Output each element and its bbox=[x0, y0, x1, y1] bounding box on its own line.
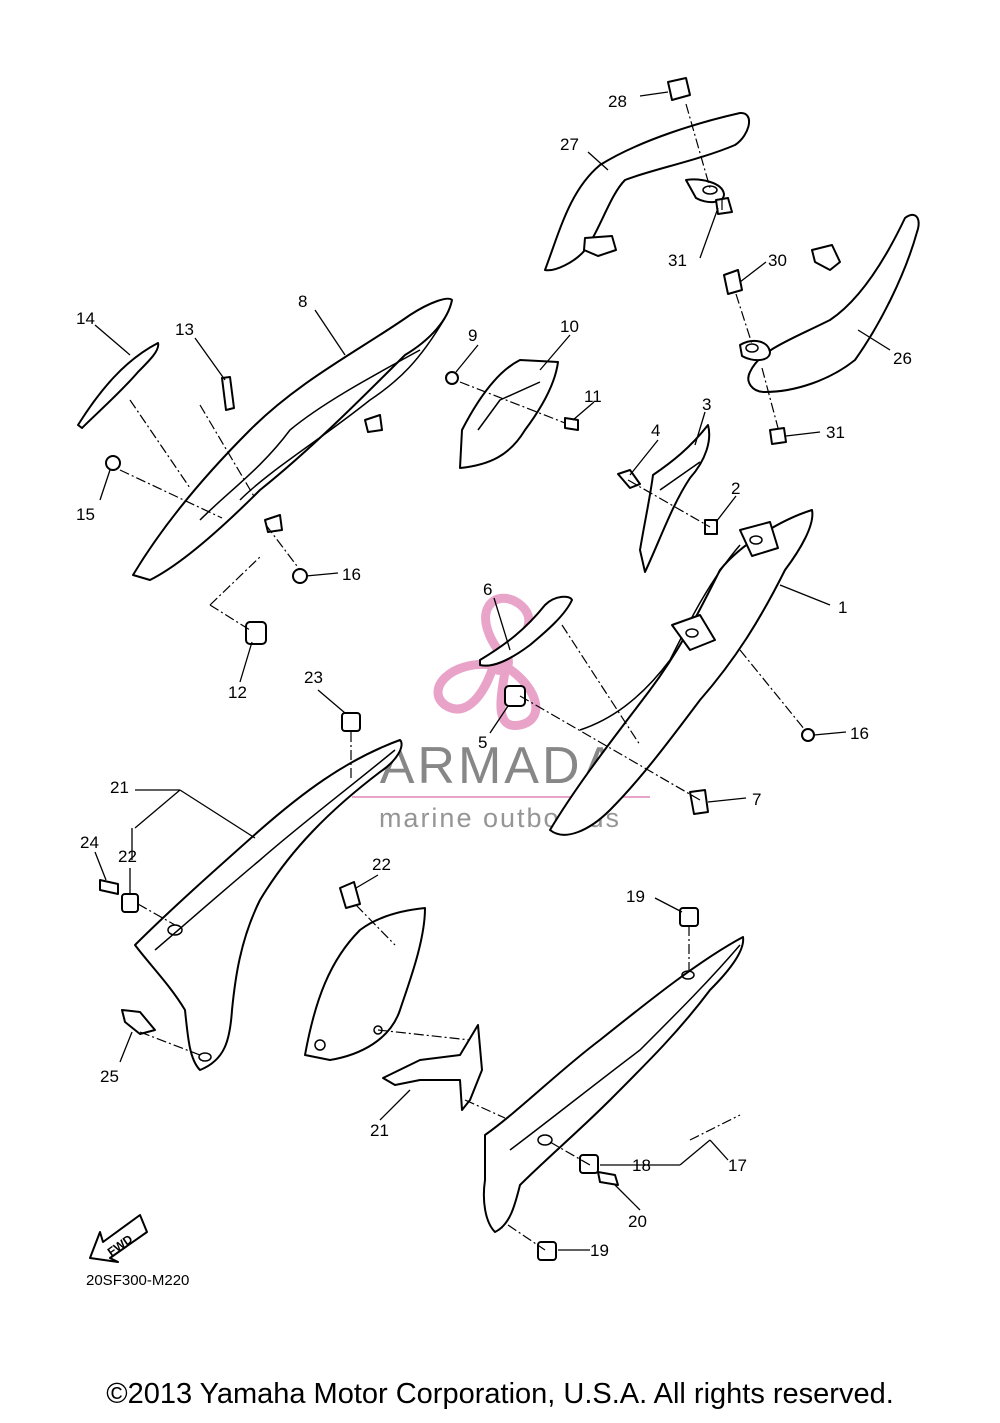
callout-31: 31 bbox=[668, 251, 687, 270]
part-28-grab-bar bbox=[739, 213, 920, 393]
part-31-nut bbox=[715, 197, 733, 215]
part-19-grommet bbox=[679, 907, 699, 927]
callout-25: 23 bbox=[304, 668, 323, 687]
part-7-bolt bbox=[689, 789, 709, 815]
part-20-bolt bbox=[597, 1171, 619, 1186]
callout-20: 20 bbox=[628, 1212, 647, 1231]
part-6-strip bbox=[479, 595, 573, 667]
callout-labels: 28 27 31 30 26 31 8 14 13 9 10 11 3 4 2 … bbox=[76, 92, 912, 1260]
callout-12: 12 bbox=[228, 683, 247, 702]
callout-28: 26 bbox=[893, 349, 912, 368]
callout-21: 21 bbox=[370, 1121, 389, 1140]
callout-27: 25 bbox=[100, 1067, 119, 1086]
callout-2: 2 bbox=[731, 479, 740, 498]
part-11-screw bbox=[564, 417, 579, 431]
callout-3: 3 bbox=[702, 395, 711, 414]
callout-14: 14 bbox=[76, 309, 95, 328]
part-17-lower-cover bbox=[482, 936, 745, 1233]
callout-4: 4 bbox=[651, 421, 660, 440]
part-24-collar bbox=[121, 893, 139, 913]
callout-11: 11 bbox=[584, 387, 602, 406]
callout-18: 18 bbox=[632, 1156, 651, 1175]
copyright-notice: ©2013 Yamaha Motor Corporation, U.S.A. A… bbox=[106, 1378, 894, 1410]
part-12-grommet bbox=[245, 621, 267, 645]
diagram-code: 20SF300-M220 bbox=[86, 1272, 189, 1289]
callout-16: 16 bbox=[850, 724, 869, 743]
callout-24: 22 bbox=[118, 847, 137, 866]
part-9-grommet bbox=[445, 371, 459, 385]
part-30-bolt bbox=[723, 269, 743, 295]
fwd-arrow-icon: FWD bbox=[89, 1214, 148, 1263]
part-25-grommet bbox=[341, 712, 361, 732]
part-13-clip bbox=[221, 376, 235, 411]
callout-30: 30 bbox=[768, 251, 787, 270]
callout-30: 28 bbox=[608, 92, 627, 111]
part-5-grommet bbox=[504, 685, 526, 707]
part-15-clip bbox=[105, 455, 121, 471]
part-1-frame-cover bbox=[549, 509, 814, 836]
part-26-bolt bbox=[99, 879, 119, 895]
part-3-plate bbox=[639, 424, 711, 573]
callout-13: 13 bbox=[175, 320, 194, 339]
callout-22: 22 bbox=[372, 855, 391, 874]
callout-19: 19 bbox=[626, 887, 645, 906]
part-22-bolt bbox=[339, 881, 361, 909]
callout-6: 6 bbox=[483, 580, 492, 599]
callout-17: 17 bbox=[728, 1156, 747, 1175]
part-23-lower-cover bbox=[134, 739, 403, 1071]
callout-7: 7 bbox=[752, 790, 761, 809]
callout-10: 10 bbox=[560, 317, 579, 336]
assembly-lines bbox=[119, 103, 806, 1251]
callout-1: 1 bbox=[838, 598, 847, 617]
callout-9: 9 bbox=[468, 326, 477, 345]
leader-lines bbox=[94, 91, 891, 1251]
callout-8: 8 bbox=[298, 292, 307, 311]
callout-23: 21 bbox=[110, 778, 129, 797]
part-10-bracket bbox=[459, 359, 559, 469]
part-30-bolt bbox=[667, 77, 691, 101]
part-2-collar bbox=[704, 519, 718, 535]
part-19-grommet bbox=[537, 1241, 557, 1261]
part-21-plate bbox=[304, 907, 483, 1111]
callout-15: 15 bbox=[76, 505, 95, 524]
part-16-nut bbox=[292, 568, 308, 584]
part-29-grab-bar bbox=[544, 111, 750, 272]
watermark-brand: ARMADA bbox=[380, 737, 620, 795]
callout-31: 31 bbox=[826, 423, 845, 442]
callout-5: 5 bbox=[478, 733, 487, 752]
callout-26: 24 bbox=[80, 833, 99, 852]
callout-16: 16 bbox=[342, 565, 361, 584]
part-27-clip bbox=[121, 1009, 156, 1035]
part-4-screw bbox=[617, 469, 641, 489]
part-31-nut bbox=[769, 427, 787, 445]
part-14-trim bbox=[77, 342, 160, 429]
callout-29: 27 bbox=[560, 135, 579, 154]
part-16-nut bbox=[801, 728, 815, 742]
part-8-side-cover bbox=[132, 297, 453, 581]
callout-19: 19 bbox=[590, 1241, 609, 1260]
